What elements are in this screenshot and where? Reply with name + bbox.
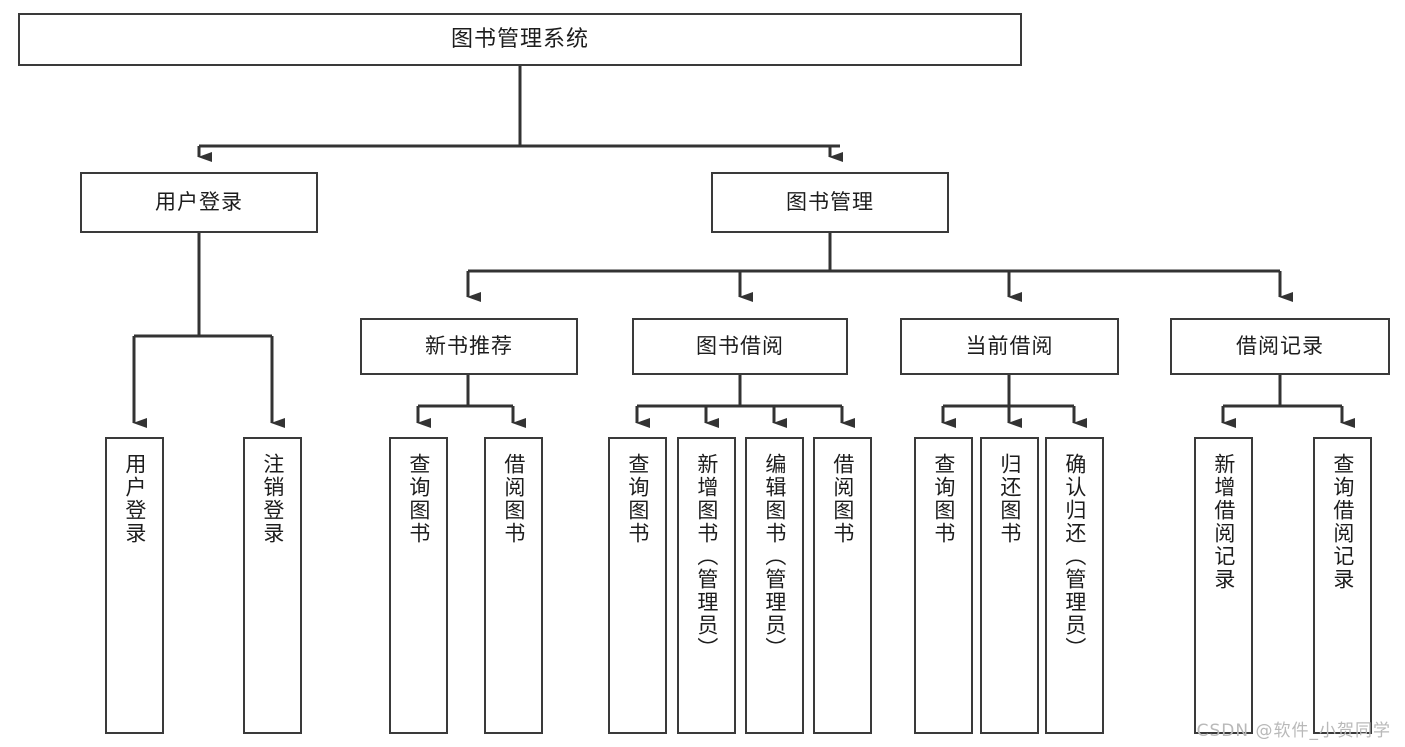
node-borrow-record[interactable]: 借阅记录 (1170, 318, 1390, 375)
node-label: 借阅图书 (501, 453, 526, 545)
node-label: 查询图书 (931, 453, 956, 545)
node-label: 编辑图书（管理员） (762, 453, 787, 660)
leaf-rec-query-book[interactable]: 查询图书 (389, 437, 448, 734)
node-label: 归还图书 (997, 453, 1022, 545)
node-label: 图书管理系统 (450, 26, 589, 52)
node-label: 图书管理 (786, 190, 874, 215)
node-label: 新书推荐 (425, 334, 513, 359)
leaf-cur-query-book[interactable]: 查询图书 (914, 437, 973, 734)
node-label: 当前借阅 (965, 334, 1054, 359)
leaf-add-record[interactable]: 新增借阅记录 (1194, 437, 1253, 734)
node-label: 新增借阅记录 (1211, 453, 1236, 591)
node-new-book-rec[interactable]: 新书推荐 (360, 318, 578, 375)
node-label: 借阅记录 (1236, 334, 1324, 359)
leaf-edit-book[interactable]: 编辑图书（管理员） (745, 437, 804, 734)
node-label: 查询图书 (625, 453, 650, 545)
leaf-borrow-query-book[interactable]: 查询图书 (608, 437, 667, 734)
node-label: 注销登录 (260, 453, 285, 545)
leaf-add-book[interactable]: 新增图书（管理员） (677, 437, 736, 734)
leaf-return-book[interactable]: 归还图书 (980, 437, 1039, 734)
leaf-user-login[interactable]: 用户登录 (105, 437, 164, 734)
leaf-logout[interactable]: 注销登录 (243, 437, 302, 734)
node-label: 查询图书 (406, 453, 431, 545)
node-label: 借阅图书 (830, 453, 855, 545)
leaf-rec-borrow-book[interactable]: 借阅图书 (484, 437, 543, 734)
leaf-query-record[interactable]: 查询借阅记录 (1313, 437, 1372, 734)
watermark: CSDN @软件_小贺同学 (1196, 721, 1391, 741)
node-label: 用户登录 (122, 453, 147, 545)
node-label: 确认归还（管理员） (1062, 453, 1087, 660)
node-label: 用户登录 (155, 190, 243, 215)
leaf-confirm-return[interactable]: 确认归还（管理员） (1045, 437, 1104, 734)
node-label: 新增图书（管理员） (694, 453, 719, 660)
node-label: 图书借阅 (696, 334, 784, 359)
node-current-borrow[interactable]: 当前借阅 (900, 318, 1119, 375)
node-book-borrow[interactable]: 图书借阅 (632, 318, 848, 375)
node-book-manage[interactable]: 图书管理 (711, 172, 949, 233)
node-root-system[interactable]: 图书管理系统 (18, 13, 1022, 66)
node-label: 查询借阅记录 (1330, 453, 1355, 591)
node-user-login[interactable]: 用户登录 (80, 172, 318, 233)
leaf-borrow-book[interactable]: 借阅图书 (813, 437, 872, 734)
